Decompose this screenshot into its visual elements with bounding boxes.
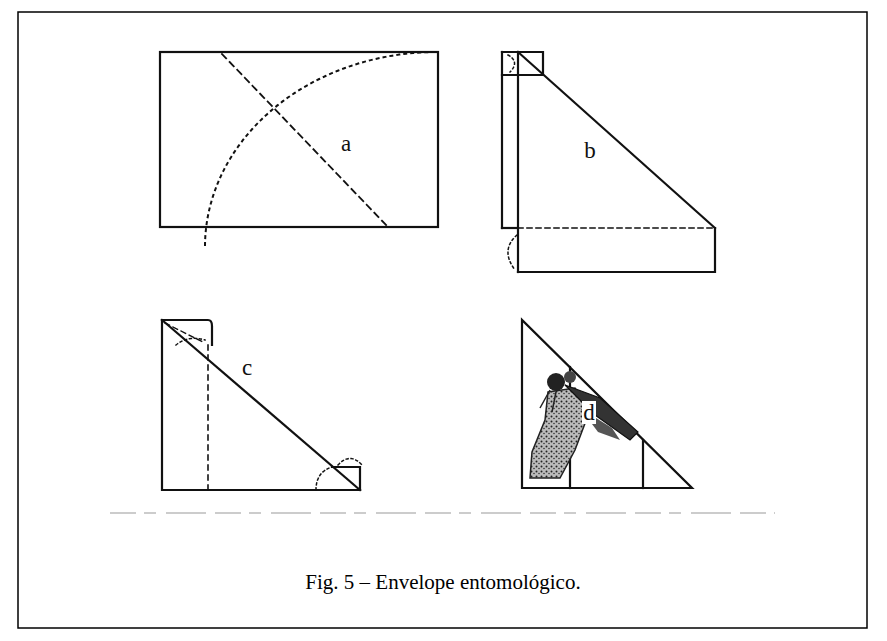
- figure-letter: c: [241, 356, 253, 379]
- figure-a: [160, 52, 438, 245]
- insect-specimen: [530, 371, 638, 478]
- figure-letter: d: [582, 401, 596, 424]
- figure-caption: Fig. 5 – Envelope entomológico.: [305, 570, 580, 595]
- figure-letter: b: [583, 139, 597, 162]
- figure-d: [522, 320, 692, 488]
- scan-baseline: [110, 512, 775, 513]
- figure-b: [502, 52, 715, 272]
- figure-c: [162, 320, 362, 490]
- frame-border: [18, 12, 867, 628]
- figure-letter: a: [340, 132, 352, 155]
